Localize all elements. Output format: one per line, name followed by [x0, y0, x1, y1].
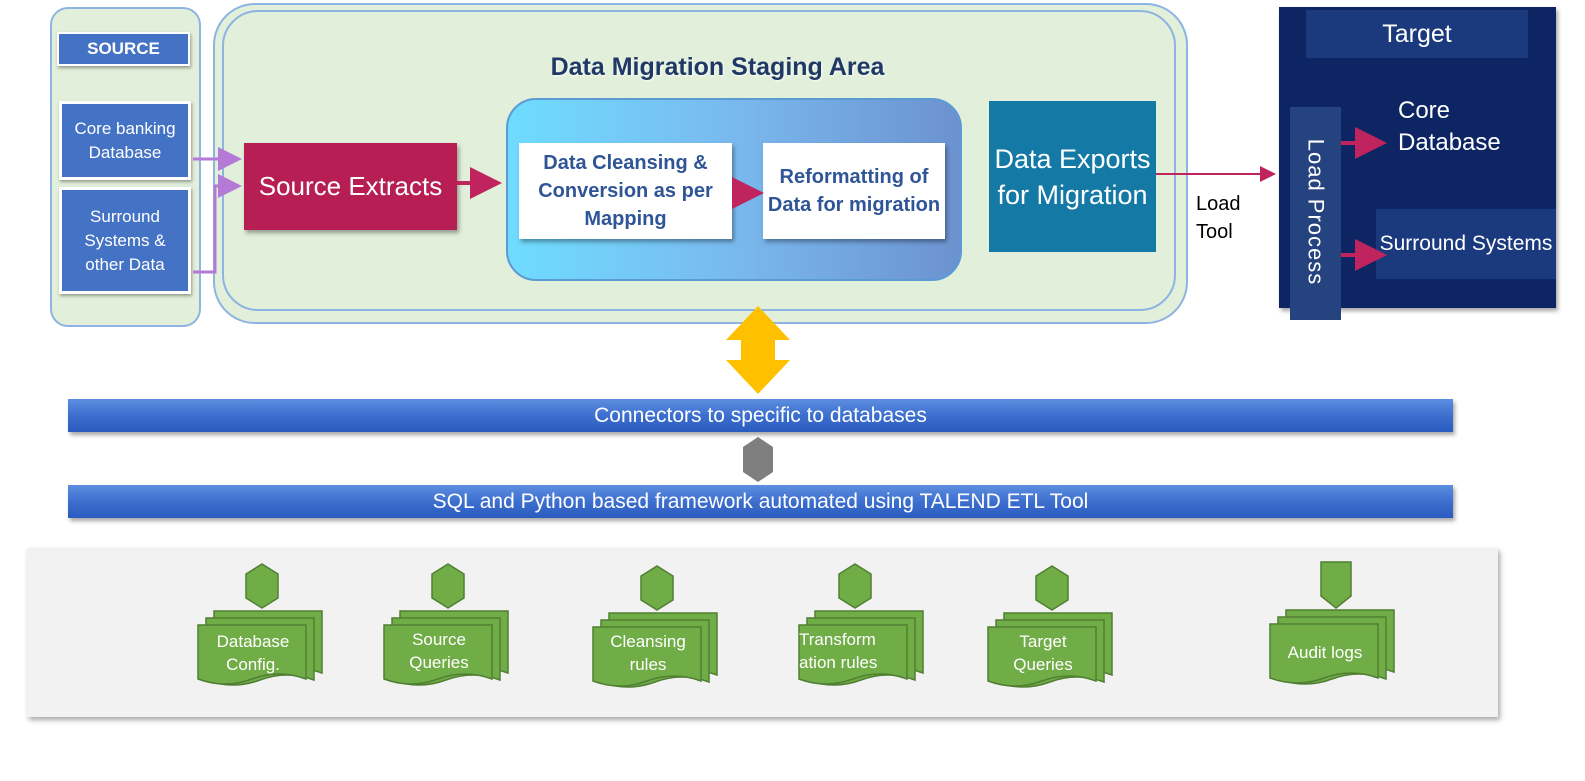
reformatting-box: Reformatting of Data for migration: [763, 143, 945, 239]
source-item-core-banking: Core banking Database: [59, 101, 191, 180]
document-label: Cleansing rules: [610, 632, 686, 674]
double-arrow-icon: [726, 306, 790, 394]
document-label: Source Queries: [409, 630, 469, 672]
document-transformation-rules: Transform ation rules: [797, 562, 927, 686]
load-process-bar: [1290, 107, 1341, 320]
document-source-queries: Source Queries: [382, 562, 512, 686]
staging-area-title: Data Migration Staging Area: [550, 52, 885, 81]
source-item-surround-systems: Surround Systems & other Data: [59, 187, 191, 294]
surround-systems-box: Surround Systems: [1376, 209, 1556, 279]
document-stack-icon: [798, 563, 924, 686]
document-audit-logs: Audit logs: [1268, 561, 1398, 685]
document-label: Database Config.: [216, 632, 290, 674]
connectors-bar: Connectors to specific to databases: [68, 399, 1453, 432]
document-label: Target Queries: [1013, 632, 1073, 674]
framework-bar: SQL and Python based framework automated…: [68, 485, 1453, 518]
document-label: Audit logs: [1287, 643, 1363, 662]
load-tool-label: Load Tool: [1196, 193, 1241, 243]
data-cleansing-box: Data Cleansing & Conversion as per Mappi…: [519, 143, 732, 239]
target-title: Target: [1306, 10, 1528, 58]
source-title: SOURCE: [57, 32, 190, 66]
document-target-queries: Target Queries: [986, 564, 1116, 688]
document-stack-icon: [197, 563, 323, 686]
document-stack-icon: [592, 565, 718, 688]
document-label: Transform ation rules: [799, 630, 878, 672]
data-exports-box: Data Exports for Migration: [989, 101, 1156, 252]
document-database-config: Database Config.: [196, 562, 326, 686]
core-database-label: Core Database: [1398, 97, 1501, 156]
document-stack-icon: [383, 563, 509, 686]
grey-connector-icon: [743, 437, 773, 482]
document-cleansing-rules: Cleansing rules: [591, 564, 721, 688]
document-stack-icon: [1269, 561, 1395, 685]
document-stack-icon: [987, 565, 1113, 688]
arrow-surround-to-extracts: [193, 174, 242, 274]
source-extracts-box: Source Extracts: [244, 143, 457, 230]
